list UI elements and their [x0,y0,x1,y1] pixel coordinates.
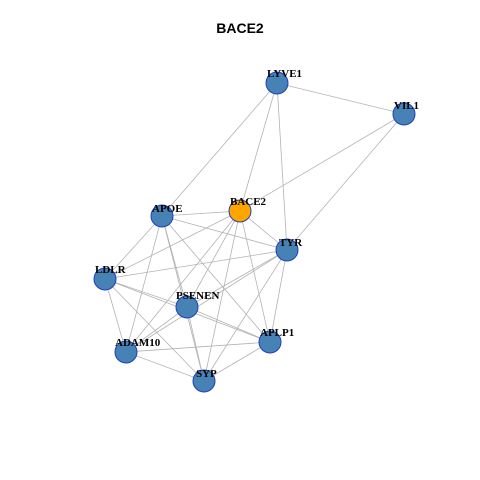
edge-bace2-aplp1 [239,210,271,343]
node-label-lyve1: LYVE1 [267,68,302,80]
edge-aplp1-syp [203,341,271,382]
edge-tyr-syp [203,249,288,382]
node-label-psenen: PSENEN [176,290,219,302]
node-label-adam10: ADAM10 [115,337,161,349]
node-label-tyr: TYR [279,237,303,249]
edge-lyve1-bace2 [239,82,278,212]
node-label-bace2: BACE2 [230,196,267,208]
node-label-ldlr: LDLR [95,264,127,276]
edge-tyr-aplp1 [269,249,288,343]
node-syp [192,369,216,393]
node-psenen [175,295,199,319]
node-vil1 [392,102,416,126]
node-bace2 [228,199,252,223]
edge-tyr-adam10 [125,249,288,353]
node-ldlr [93,267,117,291]
edge-ldlr-psenen [104,278,188,308]
edge-lyve1-tyr [276,82,288,251]
edge-ldlr-adam10 [104,278,127,353]
edge-bace2-ldlr [104,210,241,280]
node-tyr [275,238,299,262]
plot-title: BACE2 [216,20,264,36]
node-apoe [150,204,174,228]
edge-psenen-adam10 [125,306,188,353]
node-aplp1 [258,330,282,354]
edge-tyr-psenen [186,249,288,308]
node-adam10 [114,340,138,364]
edges [104,82,405,382]
edge-ldlr-syp [104,278,205,382]
edge-adam10-syp [125,351,205,382]
node-label-syp: SYP [196,368,217,380]
edge-vil1-bace2 [239,113,405,212]
edge-bace2-adam10 [125,210,241,353]
edge-psenen-syp [186,306,205,382]
edge-tyr-ldlr [104,249,288,280]
edge-psenen-aplp1 [186,306,271,343]
edge-apoe-aplp1 [161,215,271,343]
node-label-vil1: VIL1 [394,100,419,112]
node-label-apoe: APOE [152,203,183,215]
edge-bace2-syp [203,210,241,382]
edge-aplp1-adam10 [125,341,271,353]
edge-apoe-tyr [161,215,288,251]
edge-lyve1-apoe [161,82,278,217]
edge-apoe-bace2 [161,210,241,217]
edge-vil1-tyr [286,113,405,251]
node-lyve1 [265,71,289,95]
node-label-aplp1: APLP1 [260,327,294,339]
edge-apoe-adam10 [125,215,163,353]
edge-lyve1-vil1 [276,82,405,115]
edge-bace2-psenen [186,210,241,308]
edge-apoe-ldlr [104,215,163,280]
